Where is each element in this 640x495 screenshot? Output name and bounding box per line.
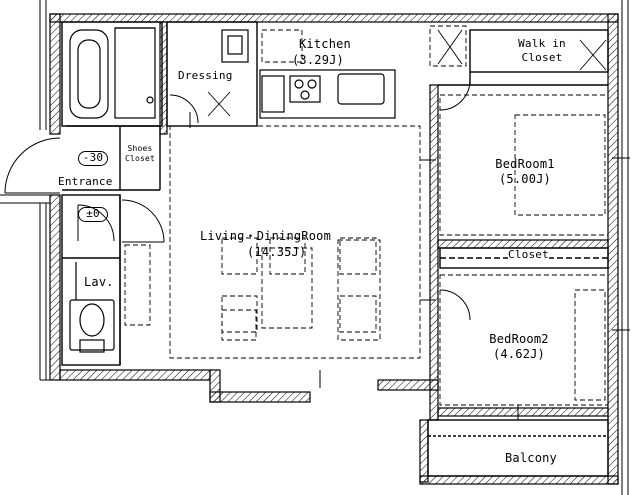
- bedroom1-size: (5.00J): [499, 172, 551, 186]
- dashed-outlines: [124, 25, 609, 406]
- toilet: [69, 262, 115, 353]
- doors: [4, 79, 471, 321]
- tick-marks: [189, 112, 630, 420]
- living-dining-label: Living・DiningRoom: [200, 229, 331, 243]
- shoes-closet-label-line2: Closet: [124, 154, 156, 163]
- lav-label: Lav.: [84, 275, 114, 289]
- balcony-label: Balcony: [505, 451, 557, 465]
- walk-in-closet-label-line1: Walk in: [518, 37, 566, 50]
- walk-in-closet-label-line2: Closet: [521, 51, 563, 64]
- kitchen-counter: [221, 29, 396, 119]
- closet-label: Closet: [508, 248, 549, 262]
- bath-fixtures: [69, 27, 156, 119]
- bedroom2-label: BedRoom2: [489, 332, 549, 346]
- cupboard-marks: [207, 29, 607, 117]
- entrance-label: Entrance: [58, 175, 113, 189]
- dressing-label: Dressing: [178, 69, 233, 82]
- floor-level-lav-mark: ±0: [78, 207, 108, 222]
- living-dining-size: (14.35J): [247, 245, 307, 259]
- bedroom1-label: BedRoom1: [495, 157, 555, 171]
- shoes-closet-label-line1: Shoes: [127, 144, 153, 153]
- bedroom2-size: (4.62J): [493, 347, 545, 361]
- kitchen-label: Kitchen: [299, 37, 351, 51]
- floor-level-entrance-mark: -30: [78, 151, 108, 166]
- kitchen-size: (3.29J): [292, 53, 344, 67]
